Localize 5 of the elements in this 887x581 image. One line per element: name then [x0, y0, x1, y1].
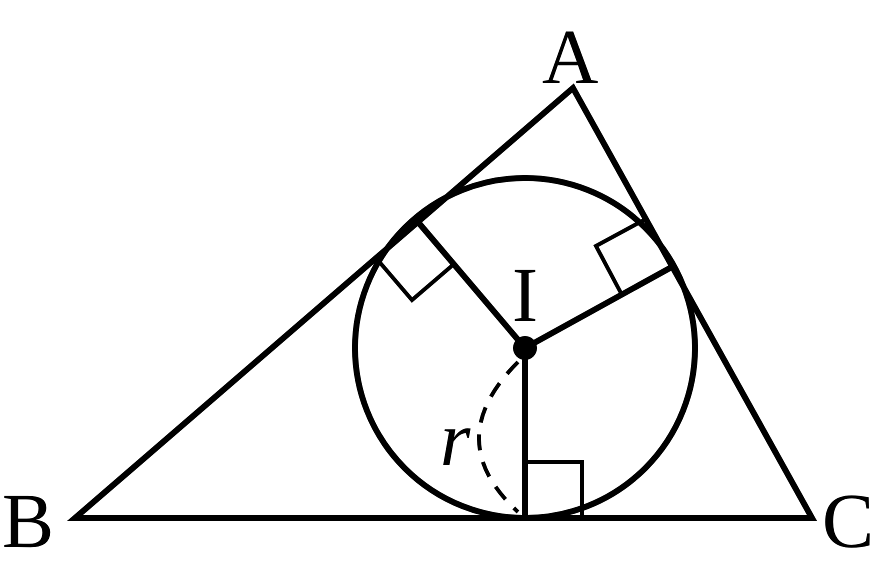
vertex-label: C [822, 482, 874, 560]
radius-label: r [440, 400, 470, 478]
center-label: I [512, 256, 538, 334]
vertex-label: A [542, 18, 598, 96]
vertex-label: B [2, 482, 54, 560]
